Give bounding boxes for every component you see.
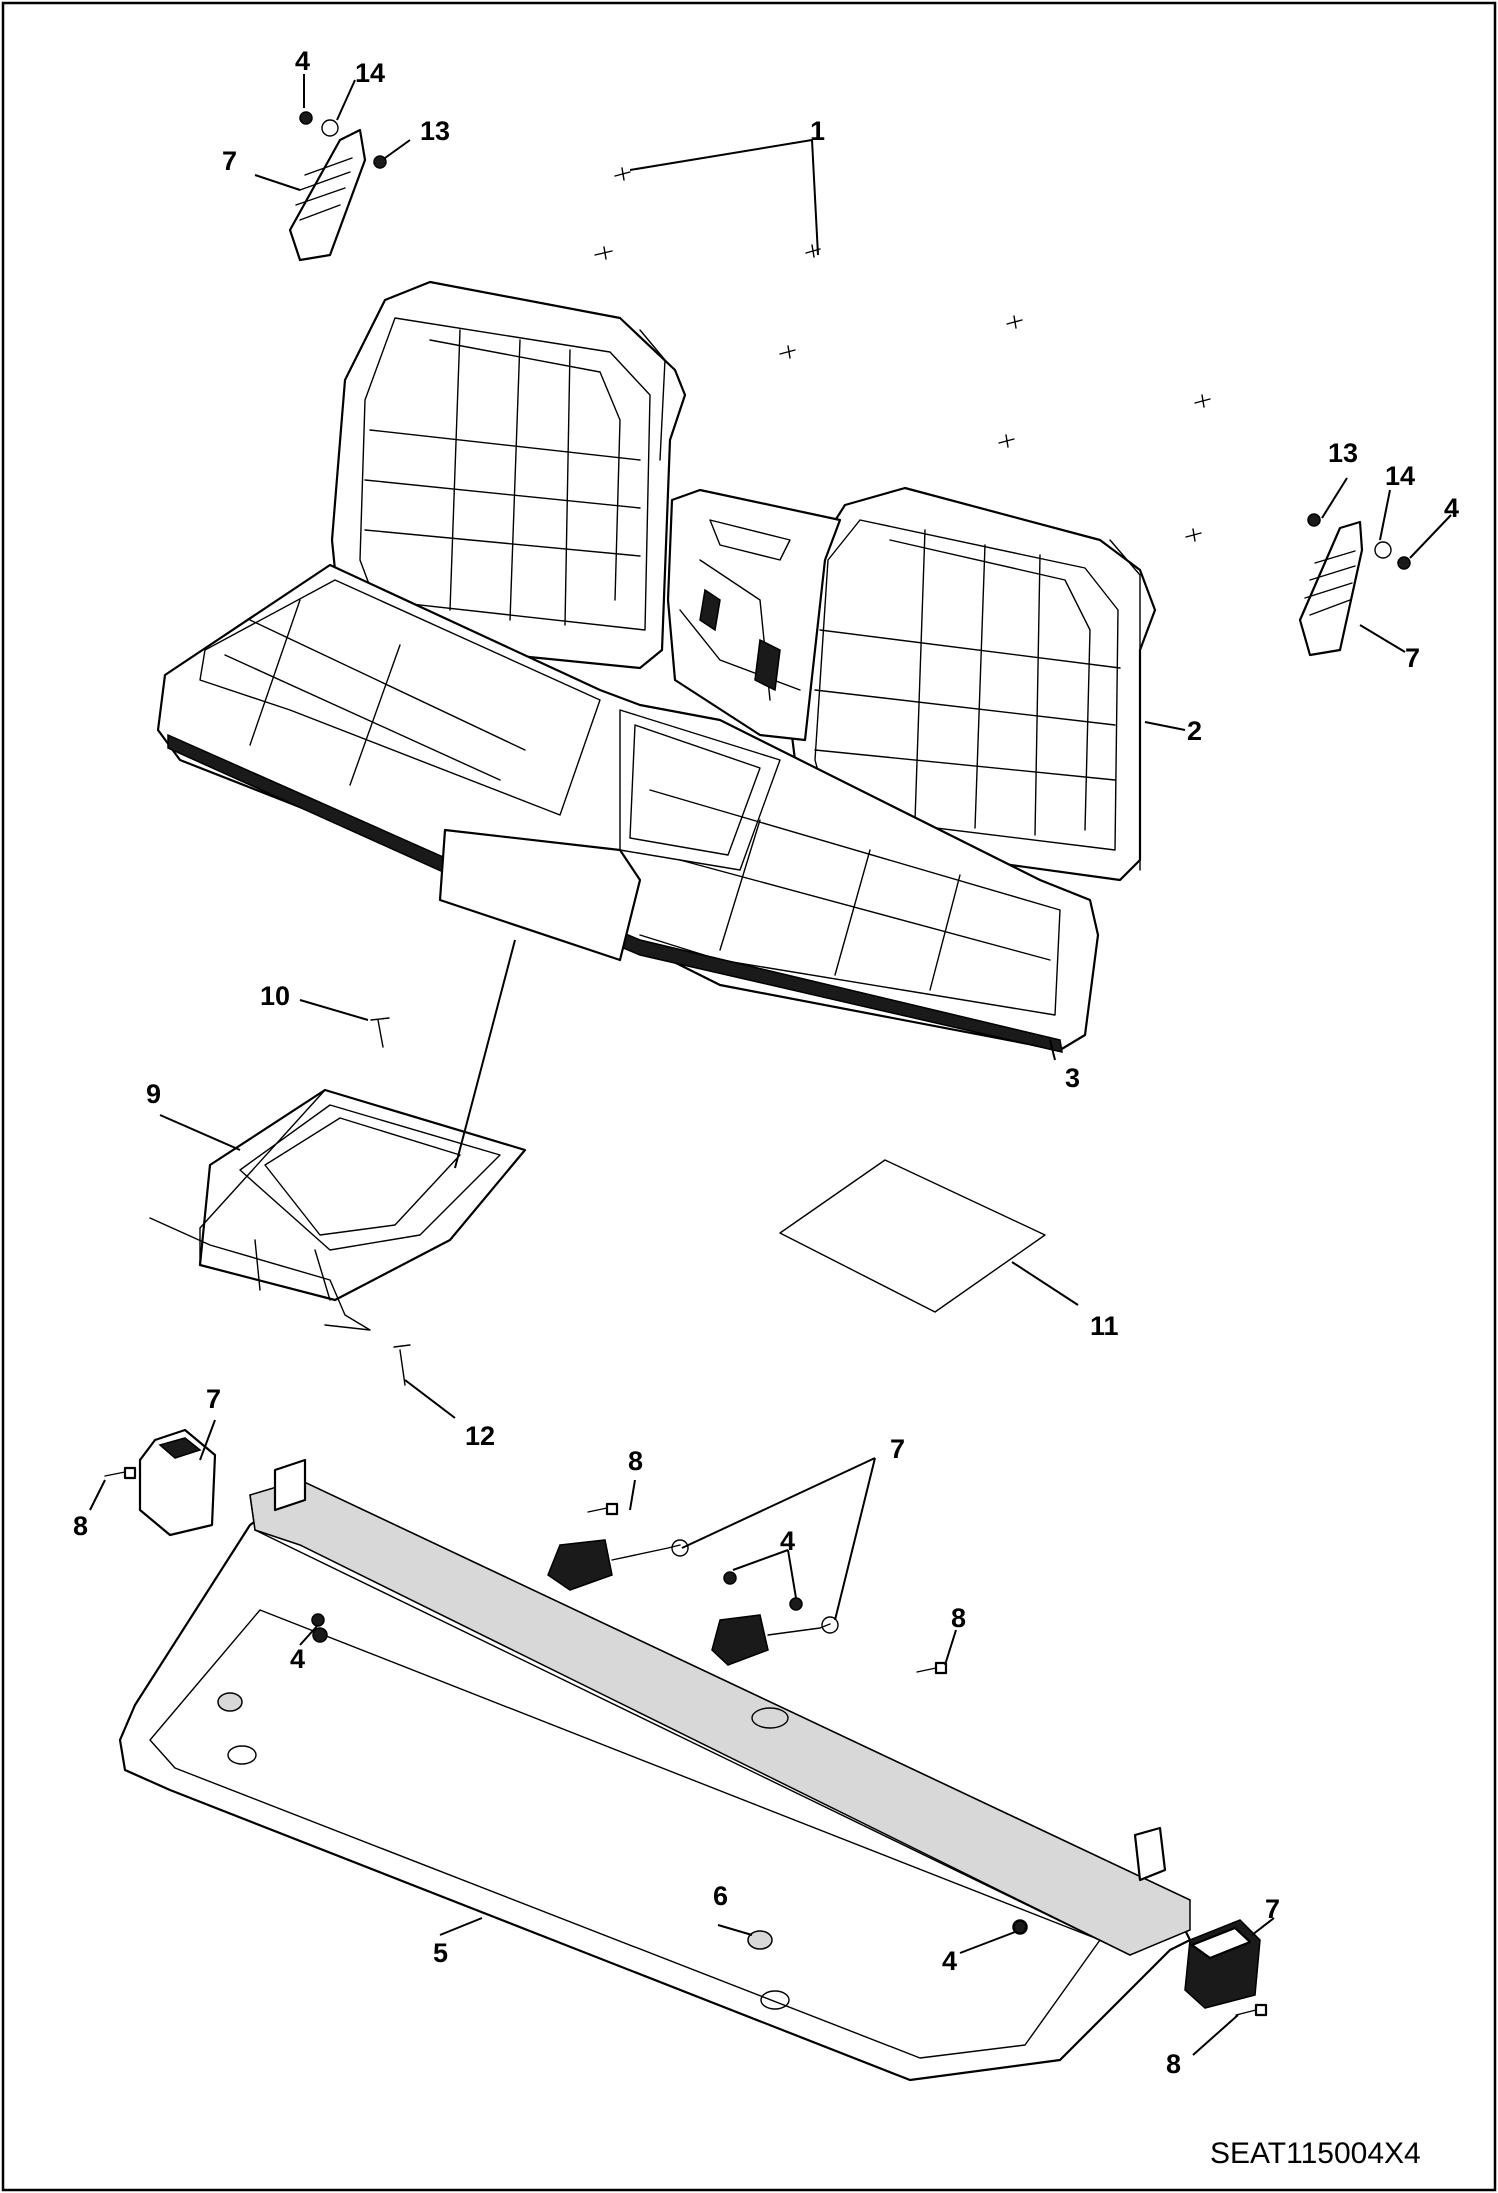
seat-back-left [330,280,687,670]
callout-2: 2 [1187,716,1202,746]
callout-14: 14 [355,58,385,88]
callout-12: 12 [465,1421,495,1451]
leader-lines [89,74,1452,2056]
callout-5: 5 [433,1938,448,1968]
seat-belt-buckle-lower-right [1184,1919,1261,2009]
drawing-number: SEAT115004X4 [1210,2137,1421,2170]
callout-4: 4 [295,46,310,76]
callout-4: 4 [1444,493,1459,523]
seat-base-frame [118,1458,1192,2082]
callout-labels: 1 2 3 4 4 4 4 4 5 6 7 7 7 7 7 8 8 8 8 9 … [73,46,1459,2079]
callout-7: 7 [222,146,237,176]
hex-bolt-group [104,1466,1268,2017]
callout-4: 4 [942,1946,957,1976]
callout-1: 1 [810,116,825,146]
callout-7: 7 [890,1434,905,1464]
callout-8: 8 [951,1603,966,1633]
seat-back-right [788,486,1157,882]
callout-8: 8 [628,1446,643,1476]
callout-4: 4 [780,1526,795,1556]
callout-10: 10 [260,981,290,1011]
floor-mat [779,1159,1046,1313]
callout-13: 13 [420,116,450,146]
seat-cushion [156,563,1100,1053]
callout-8: 8 [1166,2049,1181,2079]
callout-7: 7 [1405,643,1420,673]
callout-11: 11 [1090,1311,1119,1341]
callout-6: 6 [713,1881,728,1911]
callout-8: 8 [73,1511,88,1541]
seat-belt-buckle-center-2 [711,1614,839,1666]
seat-belt-buckle-lower-left [138,1428,217,1537]
seat-belt-buckle-upper-right [1298,520,1364,657]
callout-13: 13 [1328,438,1358,468]
seat-back-center-console [666,488,842,742]
callout-14: 14 [1385,461,1415,491]
callout-7: 7 [206,1384,221,1414]
callout-3: 3 [1065,1063,1080,1093]
seat-belt-buckle-upper-left [288,128,367,262]
seat-belt-buckle-center-1 [547,1539,689,1591]
console-tray [149,1088,527,1331]
fastener-group [299,111,1411,1934]
callout-4: 4 [290,1644,305,1674]
callout-9: 9 [146,1079,161,1109]
callout-7: 7 [1265,1894,1280,1924]
